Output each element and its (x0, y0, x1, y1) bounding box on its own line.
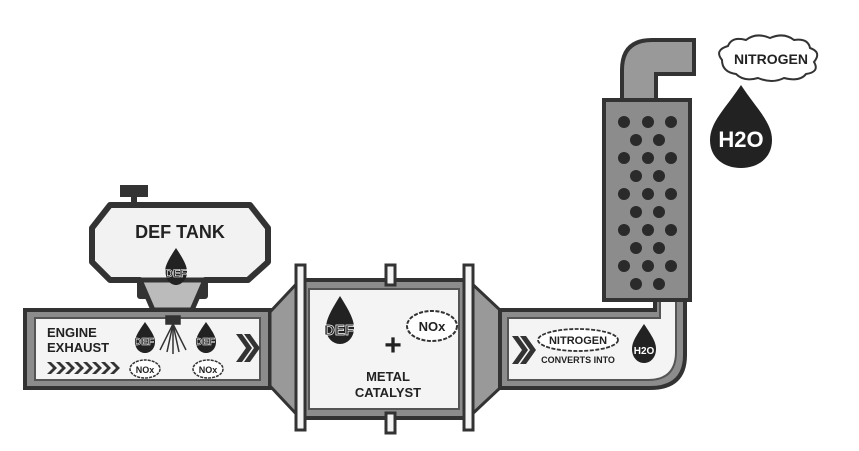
tank-def-logo: DEF (165, 248, 188, 285)
catalyst-label-line1: METAL (366, 369, 410, 384)
engine-nox-a: NOx (129, 359, 161, 379)
cloud-icon (192, 359, 224, 379)
tank-def-label: DEF (165, 268, 187, 280)
catalyst-nox-label: NOx (419, 319, 447, 334)
outlet-h2o: H2O (632, 324, 656, 363)
spray-nozzle-icon (159, 315, 187, 354)
catalyst-nox: NOx (406, 310, 458, 342)
tank-funnel (136, 277, 209, 313)
small-chevrons (47, 362, 120, 374)
chevron-arrow-icon (512, 336, 536, 364)
outlet-nitrogen: NITROGEN (537, 328, 619, 352)
water-drop-icon (196, 322, 216, 353)
engine-nox-b-label: NOx (199, 365, 218, 375)
output-nitrogen-label: NITROGEN (734, 51, 808, 67)
engine-def-a-label: DEF (134, 337, 154, 348)
exhaust-stack (602, 38, 696, 302)
engine-label-line2: EXHAUST (47, 340, 109, 355)
water-drop-icon (165, 248, 187, 285)
engine-label-line1: ENGINE (47, 325, 97, 340)
cloud-icon (537, 328, 619, 352)
output-h2o-label: H2O (718, 127, 763, 152)
engine-exhaust-pipe: ENGINE EXHAUST DEF DEF NOx NOx (23, 308, 272, 390)
cloud-icon (718, 34, 819, 82)
chevron-arrow-icon (236, 334, 260, 362)
water-drop-icon (135, 322, 155, 353)
muffler-holes (618, 116, 677, 290)
cloud-icon (406, 310, 458, 342)
tank-title: DEF TANK (135, 222, 225, 242)
catalyst-def-label: DEF (324, 322, 354, 339)
engine-def-a: DEF (134, 322, 155, 353)
tank-body (89, 202, 271, 299)
output-h2o: H2O (710, 85, 772, 168)
engine-def-b: DEF (195, 322, 216, 353)
output-nitrogen: NITROGEN (718, 34, 819, 82)
catalyst-label-line2: CATALYST (355, 385, 421, 400)
def-tank: DEF TANK DEF (89, 185, 271, 313)
converts-into-label: CONVERTS INTO (541, 355, 615, 365)
outlet-pipe: NITROGEN CONVERTS INTO H2O (498, 296, 687, 390)
water-drop-icon (710, 85, 772, 168)
outlet-h2o-label: H2O (634, 346, 655, 357)
engine-nox-b: NOx (192, 359, 224, 379)
chevron-arrow-icon (47, 362, 120, 374)
cloud-icon (129, 359, 161, 379)
tank-cap-icon (120, 185, 148, 197)
water-drop-icon (326, 296, 354, 344)
outlet-nitrogen-label: NITROGEN (549, 335, 607, 347)
engine-nox-a-label: NOx (136, 365, 155, 375)
plus-sign: + (384, 329, 402, 362)
metal-catalyst: DEF + NOx METAL CATALYST (268, 263, 502, 435)
water-drop-icon (632, 324, 656, 363)
catalyst-def-logo: DEF (324, 296, 354, 344)
engine-def-b-label: DEF (195, 337, 215, 348)
